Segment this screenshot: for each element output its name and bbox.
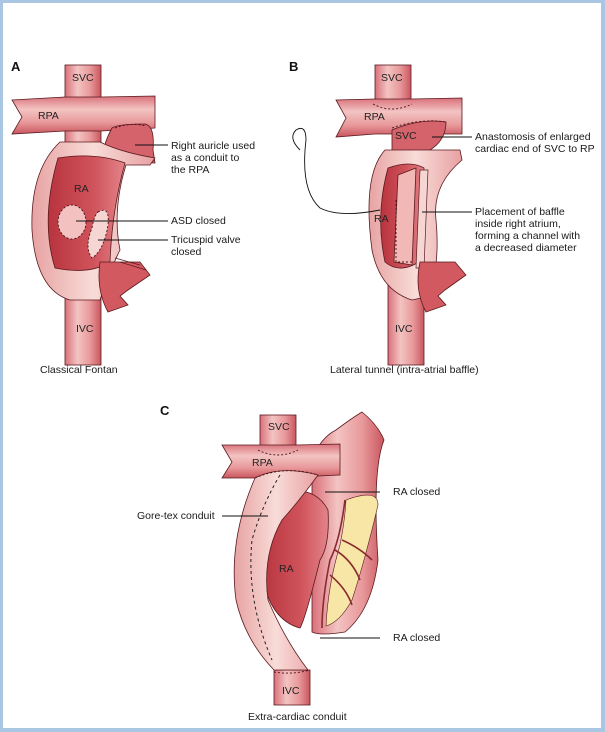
panel-b-label: B (289, 59, 299, 74)
panel-c-conduit-dashline (250, 474, 281, 661)
panel-a-annotation-tricuspid: Tricuspid valve closed (171, 234, 241, 258)
panel-b-suture-thread (292, 127, 381, 214)
panel-c-suture-svc-rpa (257, 449, 299, 456)
annotation-line: as a conduit to (171, 152, 240, 164)
panel-b-svc-label: SVC (381, 72, 403, 84)
panel-a-ventricle-fragment (98, 261, 151, 313)
panel-c-fat-region (325, 494, 379, 627)
annotation-line: cardiac end of SVC to RP (475, 143, 595, 155)
panel-b-enlarged-svc (391, 120, 447, 153)
panel-c-coronary-vessels (321, 499, 373, 629)
panel-a-ivc-label: IVC (76, 323, 94, 335)
annotation-line: ASD closed (171, 215, 226, 227)
panel-a-asd-patch (57, 204, 87, 240)
panel-c-caption: Extra-cardiac conduit (248, 711, 347, 723)
panel-a-caption: Classical Fontan (40, 364, 118, 376)
panel-a-label: A (11, 59, 21, 74)
annotation-line: forming a channel with (475, 230, 581, 242)
panel-a-svc-label: SVC (72, 72, 94, 84)
annotation-line: inside right atrium, (475, 218, 561, 230)
annotation-line: closed (171, 246, 202, 258)
panel-b-ivc-label: IVC (395, 323, 413, 335)
panel-a-illustration (11, 64, 156, 366)
panel-c-ra-label: RA (279, 563, 294, 575)
panel-c-ivc-label: IVC (282, 685, 300, 697)
panel-b-illustration (292, 64, 467, 366)
annotation-line: Placement of baffle (475, 206, 565, 218)
panel-b-leader-lines (422, 136, 472, 213)
panel-c-annotation-goretex: Gore-tex conduit (137, 510, 215, 522)
panel-a-chordae (114, 257, 147, 271)
annotation-line: RA closed (393, 486, 441, 498)
annotation-line: Tricuspid valve (171, 234, 241, 246)
annotation-line: the RPA (171, 164, 210, 176)
panel-b-suture-svc-rpa (372, 103, 413, 110)
panel-b-baffle (393, 167, 417, 266)
panel-b-caption: Lateral tunnel (intra-atrial baffle) (330, 364, 479, 376)
annotation-line: Right auricle used (171, 140, 256, 152)
panel-b-annotation-anastomosis: Anastomosis of enlarged cardiac end of S… (475, 131, 595, 155)
panel-a-annotation-right-auricle: Right auricle used as a conduit to the R… (171, 140, 255, 176)
panel-c-annotation-ra-closed-top: RA closed (393, 486, 440, 498)
panel-a-rpa-label: RPA (38, 110, 59, 122)
panel-a-ra-label: RA (74, 183, 89, 195)
panel-c-rpa-label: RPA (252, 457, 273, 469)
panel-b-ra-label: RA (374, 213, 389, 225)
panel-b-ventricle-fragment (417, 261, 467, 313)
panel-a-tricuspid-patch (87, 209, 109, 259)
panel-b-suture-anastomosis (391, 120, 447, 129)
panel-a-suture-line (114, 123, 147, 129)
panel-c-label: C (160, 403, 170, 418)
panel-c-annotation-ra-closed-bottom: RA closed (393, 632, 440, 644)
panel-b-rpa-label: RPA (364, 111, 385, 123)
annotation-line: a decreased diameter (475, 242, 577, 254)
annotation-line: Anastomosis of enlarged (475, 131, 591, 143)
panel-c-leader-lines (222, 491, 380, 639)
panel-a-annotation-asd: ASD closed (171, 215, 226, 227)
panel-c-svc-vessel (259, 414, 297, 451)
panel-b-annotation-baffle: Placement of baffle inside right atrium,… (475, 206, 580, 254)
panel-c-suture-conduit-bottom (273, 669, 311, 674)
panel-c-illustration (221, 411, 385, 706)
panel-b-svc2-label: SVC (395, 130, 417, 142)
panel-c-suture-conduit-top (254, 470, 319, 479)
panel-a-leader-lines (76, 144, 168, 241)
panel-b-baffle-suture (395, 200, 412, 263)
annotation-line: RA closed (393, 632, 441, 644)
panel-c-svc-label: SVC (268, 421, 290, 433)
panel-c-rpa-vessel (221, 443, 341, 479)
annotation-line: Gore-tex conduit (137, 510, 215, 522)
